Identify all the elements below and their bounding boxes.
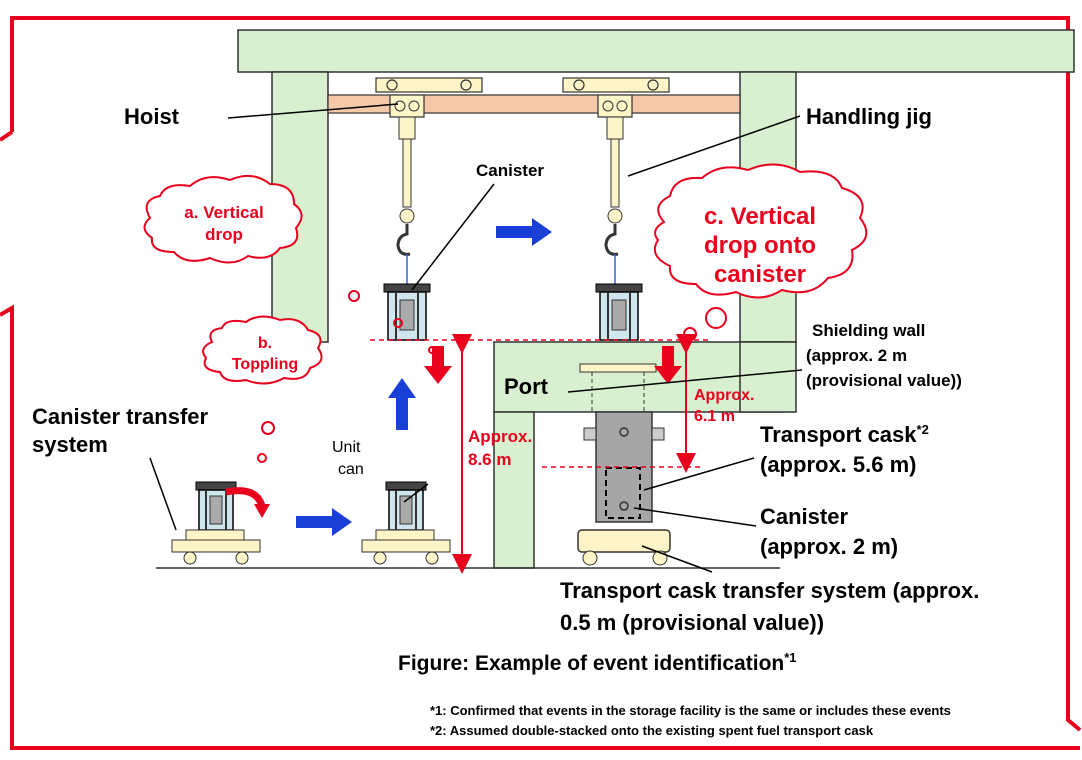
canister-hanging-right — [595, 283, 643, 341]
canister-bottom-line2: (approx. 2 m) — [760, 534, 898, 559]
unit-can-line1: Unit — [332, 439, 361, 456]
canister-transfer-system — [171, 481, 261, 565]
hoist-trolley-right — [562, 77, 670, 93]
trolley-beam — [327, 94, 741, 114]
right-column-lower — [739, 341, 797, 413]
trolley-wheel-icon — [573, 79, 585, 91]
approx-86-line1: Approx. — [468, 427, 532, 446]
cloud-b-line2: Toppling — [232, 356, 298, 373]
hoist-trolley-left — [375, 77, 483, 93]
canister-bottom-line1: Canister — [760, 504, 848, 529]
drop-arrow-right — [654, 346, 682, 384]
tcts-line2: 0.5 m (provisional value)) — [560, 610, 824, 635]
transport-cask-line2: (approx. 5.6 m) — [760, 452, 916, 477]
building-top-beam — [237, 29, 1075, 73]
shielding-line3: (provisional value)) — [806, 371, 962, 390]
cloud-a-line1: a. Vertical — [184, 203, 263, 222]
cloud-c-line3: canister — [714, 261, 806, 288]
bubble-dot-icon — [348, 290, 360, 302]
shielding-leader — [567, 369, 803, 393]
cloud-c-line2: drop onto — [704, 232, 816, 259]
bubble-dot-icon — [261, 421, 275, 435]
canister-hanging-left — [383, 283, 431, 341]
cloud-b-line1: b. — [258, 335, 272, 352]
label-handling-jig: Handling jig — [806, 104, 932, 129]
port-lid — [579, 363, 657, 373]
frame-border-bottom — [0, 304, 1080, 750]
footnote-1: *1: Confirmed that events in the storage… — [430, 703, 951, 718]
hoist-leader — [227, 103, 399, 119]
canister-leader — [411, 183, 495, 291]
move-right-arrow-top — [496, 218, 552, 246]
drop-arrow-left — [424, 346, 452, 384]
port-left-pillar — [493, 411, 535, 569]
unit-can-on-transfer — [361, 481, 451, 565]
trolley-wheel-icon — [386, 79, 398, 91]
cloud-c-line1: c. Vertical — [704, 203, 816, 230]
hoist-right — [597, 94, 633, 285]
frame-border-top — [10, 16, 1082, 732]
frame-border-notch-top — [0, 130, 14, 142]
trolley-wheel-icon — [460, 79, 472, 91]
hoist-left — [389, 94, 425, 285]
cask-leader — [643, 457, 755, 491]
tcts-leader — [641, 545, 713, 573]
transport-cask-transfer-system — [577, 529, 671, 566]
transport-cask-line1: Transport cask*2 — [760, 422, 929, 447]
cts-line2: system — [32, 432, 108, 457]
shielding-line2: (approx. 2 m — [806, 346, 907, 365]
canister-bottom-leader — [633, 507, 757, 527]
unit-can-leader — [403, 483, 429, 503]
bubble-dot-icon — [683, 327, 697, 341]
move-right-arrow-bottom — [296, 508, 352, 536]
handling-jig-leader — [627, 115, 801, 177]
trolley-wheel-icon — [647, 79, 659, 91]
cts-line1: Canister transfer — [32, 404, 209, 429]
footnote-2: *2: Assumed double-stacked onto the exis… — [430, 723, 874, 738]
figure-caption: Figure: Example of event identification*… — [398, 650, 797, 675]
approx-61-line2: 6.1 m — [694, 408, 735, 425]
approx-61-line1: Approx. — [694, 387, 754, 404]
move-up-arrow — [388, 378, 416, 430]
bubble-dot-icon — [705, 307, 727, 329]
label-hoist: Hoist — [124, 104, 180, 129]
cloud-vertical-drop-onto-canister — [654, 163, 868, 299]
cloud-toppling — [202, 315, 323, 385]
shielding-wall — [493, 341, 785, 413]
approx-86-line2: 8.6 m — [468, 450, 511, 469]
toppling-curved-arrow — [225, 487, 266, 508]
bubble-dot-icon — [428, 346, 436, 354]
toppling-arrow-head — [254, 504, 270, 518]
cloud-vertical-drop — [143, 174, 303, 264]
shielding-line1: Shielding wall — [812, 321, 925, 340]
bubble-dot-icon — [257, 453, 267, 463]
cts-leader — [149, 457, 177, 531]
cloud-a-line2: drop — [205, 225, 243, 244]
label-canister-top: Canister — [476, 161, 544, 180]
bubble-dot-icon — [393, 318, 403, 328]
tcts-line1: Transport cask transfer system (approx. — [560, 578, 979, 603]
unit-can-line2: can — [338, 461, 364, 478]
label-port: Port — [504, 374, 549, 399]
